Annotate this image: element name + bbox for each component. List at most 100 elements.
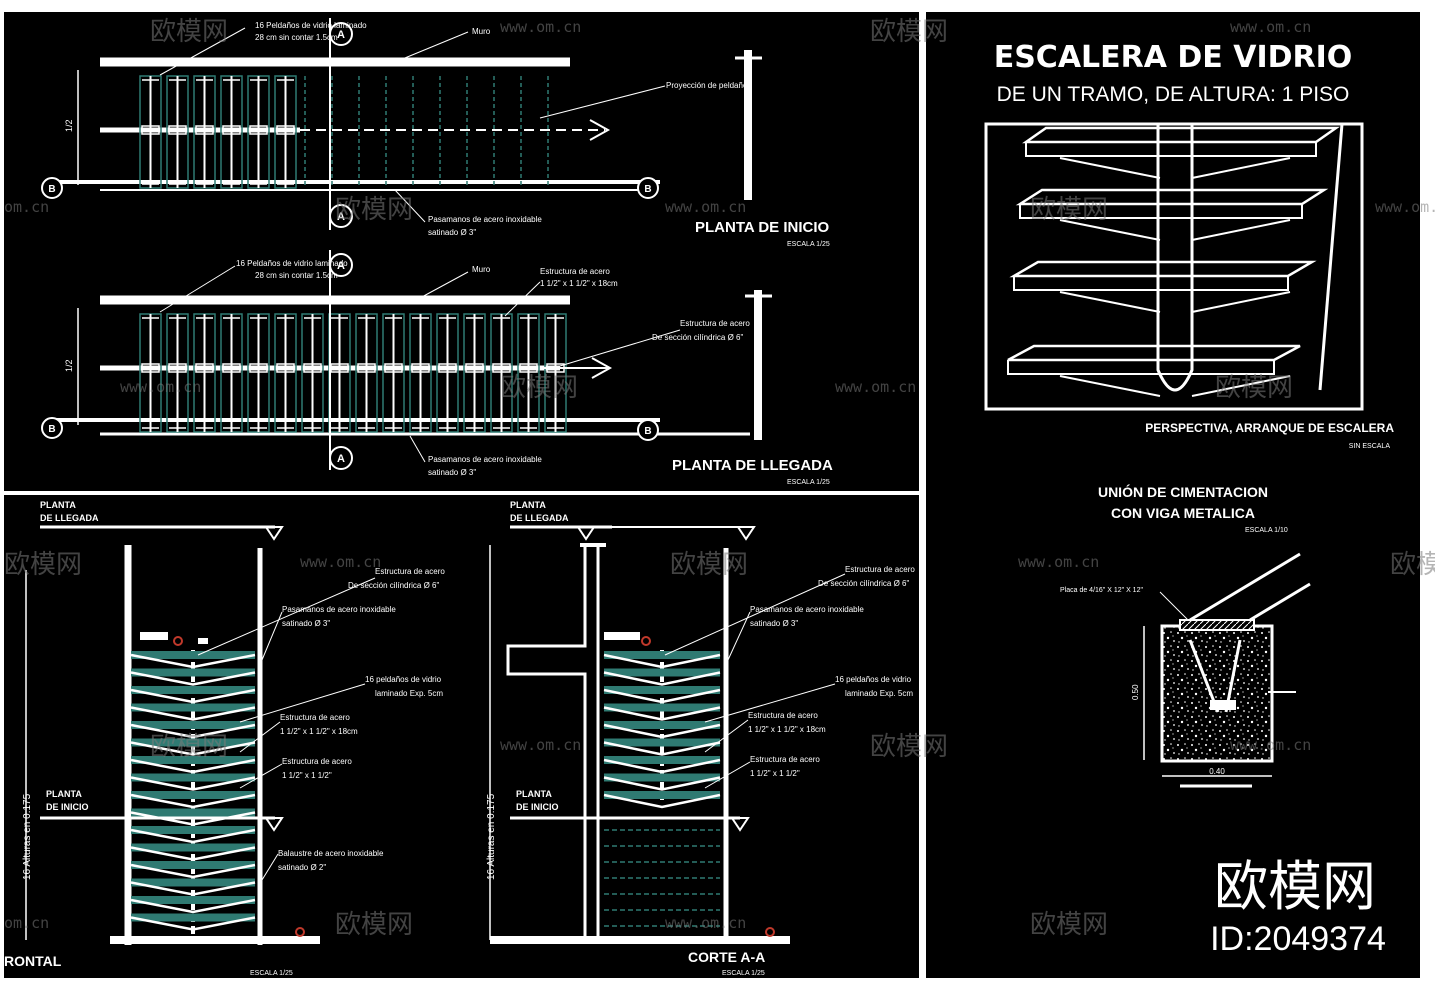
step-bracket xyxy=(195,363,214,373)
watermark-url: www.om.cn xyxy=(835,378,916,396)
watermark-url: www.om.cn xyxy=(1230,736,1311,754)
union-title-line-1: UNIÓN DE CIMENTACION xyxy=(1098,483,1268,500)
leader-cilindro xyxy=(559,329,681,367)
leader-proyeccion xyxy=(539,85,666,119)
watermark-layer: 欧模网 欧模网 www.om.cn www.om.cn 欧模网 欧模网 www.… xyxy=(4,17,1435,958)
note-estructura-line-2: 1 1/2" x 1 1/2" x 18cm xyxy=(540,279,618,288)
direction-arrow-head xyxy=(589,119,611,141)
note-steps-line-2: 28 cm sin contar 1.5cm xyxy=(255,271,338,280)
note-cilindro-line-1: Estructura de acero xyxy=(375,567,445,576)
steel-brace xyxy=(603,758,721,774)
glass-tread xyxy=(131,668,255,677)
watermark-url: www.om.cn xyxy=(1018,553,1099,571)
leader-estructura-2 xyxy=(704,761,751,789)
foundation-detail-drawing: 0.50 0.40 Placa de 4/16" X 12" X 12" xyxy=(1060,552,1311,788)
watermark-url: www.om.cn xyxy=(665,914,746,932)
glass-tread xyxy=(131,808,255,817)
note-estructura-2-line-1: Estructura de acero xyxy=(282,757,352,766)
note-estructura-2-line-1: Estructura de acero xyxy=(750,755,820,764)
step-bracket xyxy=(168,125,187,135)
section-marker-a-top: A xyxy=(329,253,353,277)
note-cilindro-line-2: De sección cilíndrica Ø 6" xyxy=(348,581,439,590)
note-pasamanos-line-2: satinado Ø 3" xyxy=(428,228,476,237)
steel-brace xyxy=(603,776,721,791)
note-muro: Muro xyxy=(472,265,491,274)
watermark-brand: 欧模网 xyxy=(4,550,82,580)
note-pasamanos-line-2: satinado Ø 3" xyxy=(428,468,476,477)
glass-tread xyxy=(604,686,720,694)
glass-tread xyxy=(604,721,720,729)
steel-brace xyxy=(603,671,721,686)
plan-llegada-scale: ESCALA 1/25 xyxy=(787,479,830,486)
level-marker-llegada-right xyxy=(736,526,756,541)
glass-tread xyxy=(131,721,255,729)
glass-tread xyxy=(604,773,720,782)
union-scale: ESCALA 1/10 xyxy=(1245,527,1288,534)
steel-brace xyxy=(130,653,256,669)
plan-llegada-drawing: 1/2 A A B B 16 Peldaños de vidrio lamina… xyxy=(41,250,833,486)
glass-tread xyxy=(131,703,255,712)
leader-estructura-1 xyxy=(704,719,749,753)
svg-text:A: A xyxy=(337,260,345,272)
svg-text:A: A xyxy=(337,211,345,223)
note-muro: Muro xyxy=(472,27,491,36)
dimension-half-label: 1/2 xyxy=(64,359,74,372)
perspective-step-edge xyxy=(1025,142,1317,157)
level-mid-label-1: PLANTA xyxy=(516,789,552,799)
svg-text:B: B xyxy=(644,184,651,195)
section-marker-b-left: B xyxy=(41,417,63,439)
step-bracket xyxy=(276,363,295,373)
section-marker-a-bottom: A xyxy=(329,446,353,470)
step-bracket xyxy=(384,363,403,373)
note-steps-line-1: 16 Peldaños de vidrio laminado xyxy=(236,259,348,268)
perspective-step-group xyxy=(1007,126,1340,397)
watermark-brand: 欧模网 xyxy=(1030,910,1108,940)
step-bracket xyxy=(519,363,538,373)
perspective-step-edge xyxy=(1007,360,1275,375)
leader-steps xyxy=(159,265,236,313)
watermark-brand: 欧模网 xyxy=(150,732,228,762)
steel-brace xyxy=(130,898,256,914)
glass-tread xyxy=(131,686,255,694)
note-peldanos-line-2: laminado Exp. 5cm xyxy=(845,689,913,698)
glass-tread xyxy=(604,738,720,747)
svg-text:A: A xyxy=(337,29,345,41)
glass-tread xyxy=(131,773,255,782)
steel-brace xyxy=(130,706,256,721)
watermark-brand: 欧模网 xyxy=(670,550,748,580)
leader-estructura-2 xyxy=(239,763,283,789)
level-top-label-1: PLANTA xyxy=(40,500,76,510)
bolt-marker-bottom xyxy=(765,927,775,937)
perspective-step-edge xyxy=(1013,276,1289,291)
glass-tread xyxy=(131,878,255,887)
direction-arrow-head xyxy=(591,357,613,379)
perspective-steel-brace xyxy=(1059,375,1291,397)
watermark-id: ID:2049374 xyxy=(1210,920,1386,958)
leader-cilindro xyxy=(197,577,376,656)
steel-brace xyxy=(603,706,721,721)
note-steps-line-2: 28 cm sin contar 1.5cm xyxy=(255,33,338,42)
watermark-url: www.om.cn xyxy=(1230,18,1311,36)
steel-brace xyxy=(130,916,256,931)
bolt-marker-bottom xyxy=(295,927,305,937)
watermark-url: www.om.cn xyxy=(500,736,581,754)
step-bracket xyxy=(141,363,160,373)
note-peldanos-line-2: laminado Exp. 5cm xyxy=(375,689,443,698)
step-bracket xyxy=(195,125,214,135)
perspective-glass-step xyxy=(1015,188,1329,206)
note-steps-line-1: 16 Peldaños de vidrio laminado xyxy=(255,21,367,30)
watermark-url-short: om.cn xyxy=(4,914,49,932)
note-cilindro-line-1: Estructura de acero xyxy=(680,319,750,328)
perspective-frame xyxy=(984,122,1364,411)
leader-peldanos xyxy=(239,683,366,723)
steel-brace xyxy=(130,828,256,844)
watermark-url-short: om.cn xyxy=(4,198,49,216)
leader-estructura xyxy=(504,281,541,317)
perspective-glass-step xyxy=(1009,260,1317,278)
note-cilindro-line-2: De sección cilíndrica Ø 6" xyxy=(652,333,743,342)
leader-steps xyxy=(159,27,246,76)
plan-inicio-title: PLANTA DE INICIO xyxy=(695,219,829,236)
step-bracket xyxy=(438,363,457,373)
note-estructura-2-line-2: 1 1/2" x 1 1/2" xyxy=(282,771,332,780)
watermark-brand: 欧模网 xyxy=(335,195,413,225)
